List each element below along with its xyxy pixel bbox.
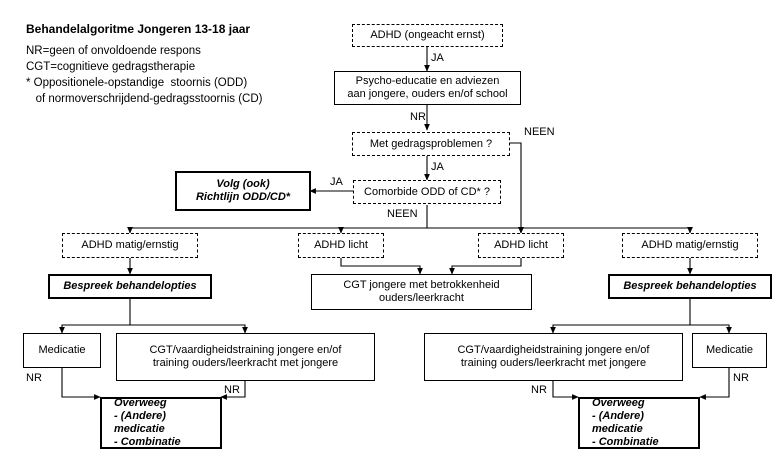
node-volg-richtlijn-odd-cd[interactable]: Volg (ook) Richtlijn ODD/CD* <box>175 171 311 211</box>
node-cgt-vaardigheidstraining-links[interactable]: CGT/vaardigheidstraining jongere en/of t… <box>116 333 375 381</box>
node-psycho-educatie[interactable]: Psycho-educatie en adviezen aan jongere,… <box>334 71 521 105</box>
node-overweeg-rechts[interactable]: Overweeg - (Andere) medicatie - Combinat… <box>578 397 700 449</box>
edge-label-ja-1: JA <box>431 52 444 64</box>
legend-line-3: * Oppositionele-opstandige stoornis (ODD… <box>26 77 248 89</box>
node-adhd-licht-1[interactable]: ADHD licht <box>298 233 384 258</box>
node-comorbide-odd-cd-label: Comorbide ODD of CD* ? <box>364 185 490 198</box>
node-adhd-matig-ernstig-links-label: ADHD matig/ernstig <box>81 239 179 251</box>
node-adhd-start[interactable]: ADHD (ongeacht ernst) <box>352 24 503 47</box>
node-cgt-jongere-betrokkenheid-label: CGT jongere met betrokkenheid ouders/lee… <box>343 279 500 304</box>
node-adhd-licht-2-label: ADHD licht <box>494 239 548 251</box>
node-bespreek-behandelopties-links[interactable]: Bespreek behandelopties <box>48 274 212 299</box>
node-adhd-licht-1-label: ADHD licht <box>314 239 368 251</box>
edge-label-nr-left: NR <box>26 372 42 384</box>
node-medicatie-links-label: Medicatie <box>38 344 86 356</box>
node-met-gedragsproblemen[interactable]: Met gedragsproblemen ? <box>352 132 510 156</box>
node-cgt-jongere-betrokkenheid[interactable]: CGT jongere met betrokkenheid ouders/lee… <box>311 274 532 310</box>
legend-line-1: NR=geen of onvoldoende respons <box>26 45 201 57</box>
node-volg-richtlijn-label: Volg (ook) Richtlijn ODD/CD* <box>195 178 291 203</box>
node-bespreek-behandelopties-links-label: Bespreek behandelopties <box>63 280 197 292</box>
edge-label-nr-1: NR <box>410 111 426 123</box>
legend-line-2: CGT=cognitieve gedragstherapie <box>26 61 196 73</box>
edge-label-neen-1: NEEN <box>524 126 555 138</box>
edge-label-nr-left-2: NR <box>224 384 240 396</box>
edge-label-nr-right: NR <box>531 384 547 396</box>
node-met-gedragsproblemen-label: Met gedragsproblemen ? <box>369 137 493 150</box>
node-cgt-vaardigheidstraining-links-label: CGT/vaardigheidstraining jongere en/of t… <box>149 344 342 369</box>
node-adhd-matig-ernstig-rechts[interactable]: ADHD matig/ernstig <box>622 233 758 258</box>
edge-label-nr-right-2: NR <box>733 372 749 384</box>
node-adhd-matig-ernstig-rechts-label: ADHD matig/ernstig <box>641 239 739 251</box>
node-medicatie-rechts[interactable]: Medicatie <box>692 333 767 368</box>
node-cgt-vaardigheidstraining-rechts-label: CGT/vaardigheidstraining jongere en/of t… <box>457 344 650 369</box>
edge-label-ja-3: JA <box>330 176 343 188</box>
node-bespreek-behandelopties-rechts-label: Bespreek behandelopties <box>623 280 757 292</box>
node-medicatie-rechts-label: Medicatie <box>705 344 754 356</box>
node-medicatie-links[interactable]: Medicatie <box>23 333 101 368</box>
node-comorbide-odd-cd[interactable]: Comorbide ODD of CD* ? <box>353 180 501 204</box>
node-psycho-educatie-label: Psycho-educatie en adviezen aan jongere,… <box>347 75 508 100</box>
legend-line-4: of normoverschrijdend-gedragsstoornis (C… <box>26 93 263 105</box>
node-cgt-vaardigheidstraining-rechts[interactable]: CGT/vaardigheidstraining jongere en/of t… <box>424 333 683 381</box>
node-adhd-matig-ernstig-links[interactable]: ADHD matig/ernstig <box>62 233 198 258</box>
node-adhd-licht-2[interactable]: ADHD licht <box>478 233 564 258</box>
edge-label-ja-2: JA <box>431 161 444 173</box>
node-overweeg-links-label: Overweeg - (Andere) medicatie - Combinat… <box>114 397 181 448</box>
node-adhd-start-label: ADHD (ongeacht ernst) <box>370 29 485 41</box>
edge-label-neen-2: NEEN <box>387 208 418 220</box>
node-bespreek-behandelopties-rechts[interactable]: Bespreek behandelopties <box>608 274 772 299</box>
node-overweeg-rechts-label: Overweeg - (Andere) medicatie - Combinat… <box>592 397 659 448</box>
page-title: Behandelalgoritme Jongeren 13-18 jaar <box>26 22 251 36</box>
node-overweeg-links[interactable]: Overweeg - (Andere) medicatie - Combinat… <box>100 397 222 449</box>
